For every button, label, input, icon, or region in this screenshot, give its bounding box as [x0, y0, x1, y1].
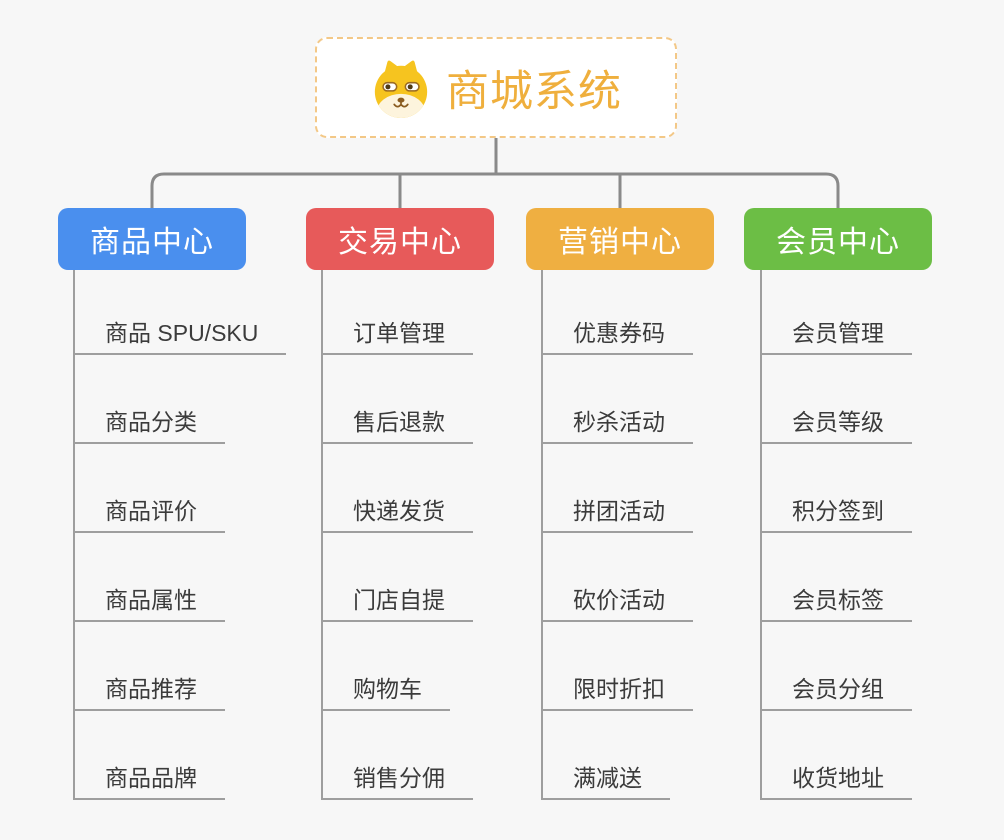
subtopic[interactable]: 秒杀活动	[541, 408, 693, 444]
branch-member-center[interactable]: 会员中心	[744, 208, 932, 270]
subtopic[interactable]: 售后退款	[321, 408, 473, 444]
subtopic[interactable]: 会员管理	[760, 319, 912, 355]
root-topic[interactable]: 商城系统	[315, 37, 677, 138]
subtopic[interactable]: 满减送	[541, 764, 670, 800]
doge-face-icon	[374, 59, 428, 118]
subtopic[interactable]: 会员等级	[760, 408, 912, 444]
subtopic[interactable]: 门店自提	[321, 586, 473, 622]
branch-label: 营销中心	[558, 226, 682, 259]
branch-marketing-center[interactable]: 营销中心	[526, 208, 714, 270]
branch-trade-center[interactable]: 交易中心	[306, 208, 494, 270]
subtopic[interactable]: 限时折扣	[541, 675, 693, 711]
branch-label: 商品中心	[90, 226, 214, 259]
branch-trunk-line	[541, 270, 543, 800]
subtopic[interactable]: 订单管理	[321, 319, 473, 355]
subtopic[interactable]: 商品 SPU/SKU	[73, 319, 287, 355]
subtopic[interactable]: 商品评价	[73, 497, 225, 533]
subtopic[interactable]: 拼团活动	[541, 497, 693, 533]
subtopic[interactable]: 商品分类	[73, 408, 225, 444]
subtopic[interactable]: 积分签到	[760, 497, 912, 533]
branch-product-center[interactable]: 商品中心	[58, 208, 246, 270]
subtopic[interactable]: 购物车	[321, 675, 450, 711]
subtopic[interactable]: 会员标签	[760, 586, 912, 622]
root-topic-title: 商城系统	[446, 67, 622, 116]
branch-label: 交易中心	[338, 226, 462, 259]
subtopic[interactable]: 商品品牌	[73, 764, 225, 800]
subtopic[interactable]: 商品属性	[73, 586, 225, 622]
subtopic[interactable]: 收货地址	[760, 764, 912, 800]
branch-trunk-line	[760, 270, 762, 800]
subtopic[interactable]: 砍价活动	[541, 586, 693, 622]
subtopic[interactable]: 销售分佣	[321, 764, 473, 800]
branch-label: 会员中心	[776, 226, 900, 259]
branch-trunk-line	[321, 270, 323, 800]
subtopic[interactable]: 优惠券码	[541, 319, 693, 355]
subtopic[interactable]: 快递发货	[321, 497, 473, 533]
subtopic[interactable]: 会员分组	[760, 675, 912, 711]
subtopic[interactable]: 商品推荐	[73, 675, 225, 711]
branch-trunk-line	[73, 270, 75, 800]
